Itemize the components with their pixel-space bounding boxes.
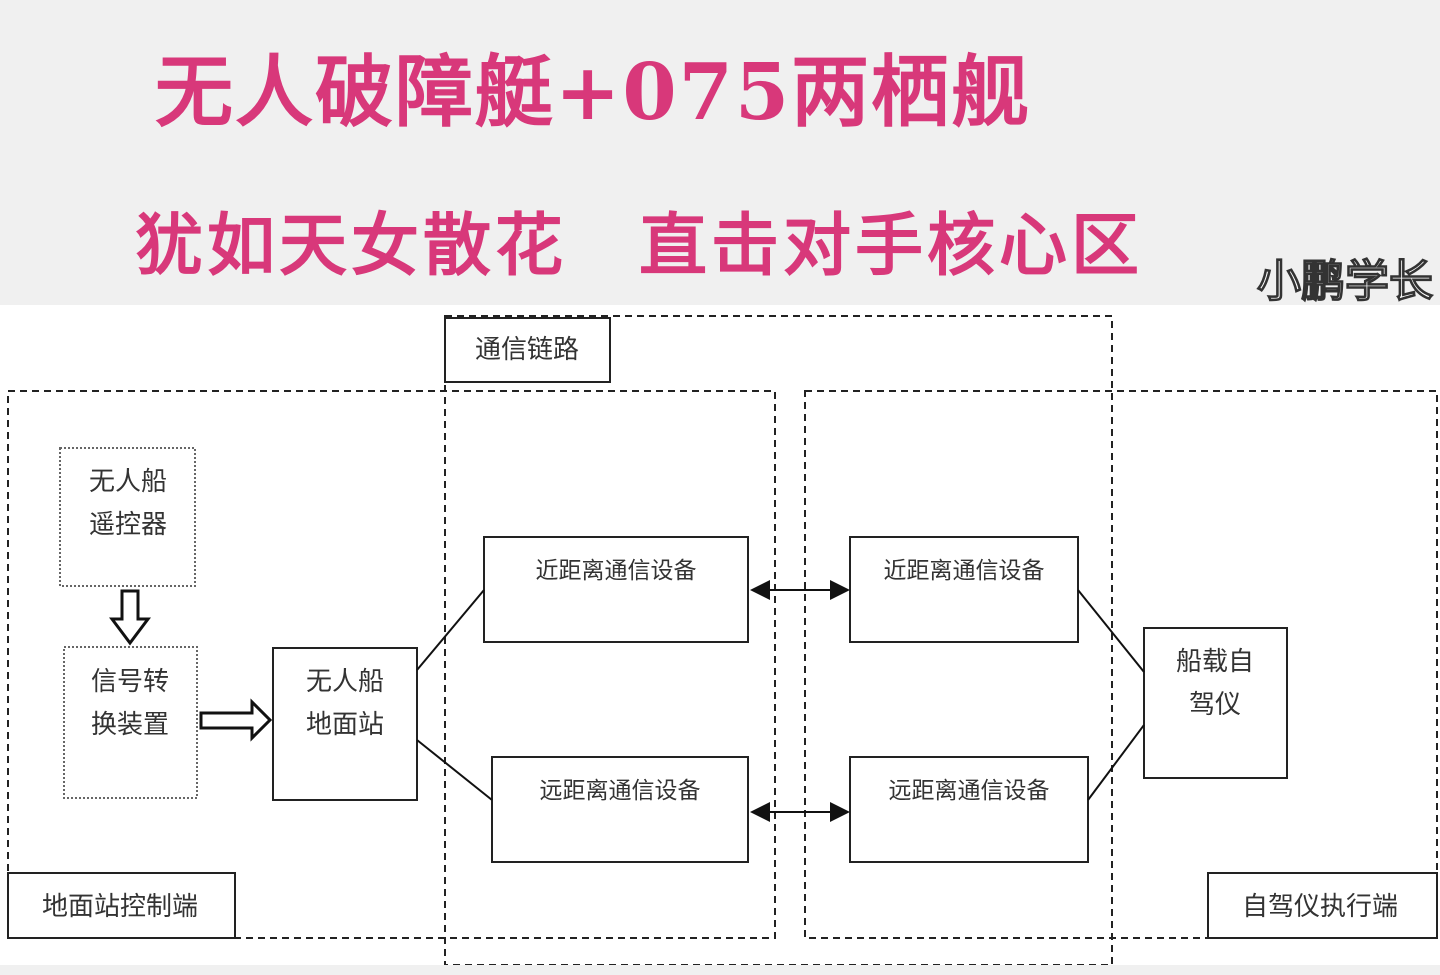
short-range-comm-right-label: 近距离通信设备 [884,558,1045,584]
ground-station-line2: 地面站 [306,710,384,740]
autopilot-line2: 驾仪 [1189,690,1241,720]
remote-controller-box [59,447,196,587]
signal-converter-line2: 换装置 [91,710,169,740]
autopilot-exec-label: 自驾仪执行端 [1242,892,1398,922]
hollow-arrow-down-icon [109,589,151,646]
short-range-comm-right-box [849,536,1079,643]
autopilot-line1: 船载自 [1176,647,1254,677]
ground-control-label: 地面站控制端 [42,892,198,922]
long-range-comm-right-box [849,756,1089,863]
headline-subtitle: 犹如天女散花 直击对手核心区 [135,206,1144,286]
headline-title: 无人破障艇+075两栖舰 [155,47,1032,138]
signal-converter-line1: 信号转 [91,667,169,697]
ground-station-box [272,647,418,801]
connector-line [416,589,485,671]
autopilot-exec-region [804,390,1438,939]
hollow-arrow-right-icon [199,698,273,742]
short-range-comm-left-box [483,536,749,643]
ground-control-label-box [7,872,236,939]
title-banner: 无人破障艇+075两栖舰 犹如天女散花 直击对手核心区 [0,0,1440,305]
connector-line [416,739,493,801]
long-range-comm-right-label: 远距离通信设备 [889,778,1050,804]
watermark: 小鹏学长 [1257,256,1433,307]
short-range-comm-left-label: 近距离通信设备 [536,558,697,584]
long-range-comm-left-label: 远距离通信设备 [540,778,701,804]
long-range-comm-left-box [491,756,749,863]
bottom-strip [0,965,1440,975]
autopilot-box [1143,627,1288,779]
connector-line [1077,589,1145,673]
comm-link-label: 通信链路 [475,335,579,365]
remote-controller-line1: 无人船 [89,467,167,497]
connector-line [1087,724,1145,801]
remote-controller-line2: 遥控器 [89,510,167,540]
ground-station-line1: 无人船 [306,667,384,697]
ground-control-region [7,390,776,939]
comm-link-label-box [444,317,611,383]
signal-converter-box [63,646,198,799]
autopilot-exec-label-box [1207,872,1438,939]
